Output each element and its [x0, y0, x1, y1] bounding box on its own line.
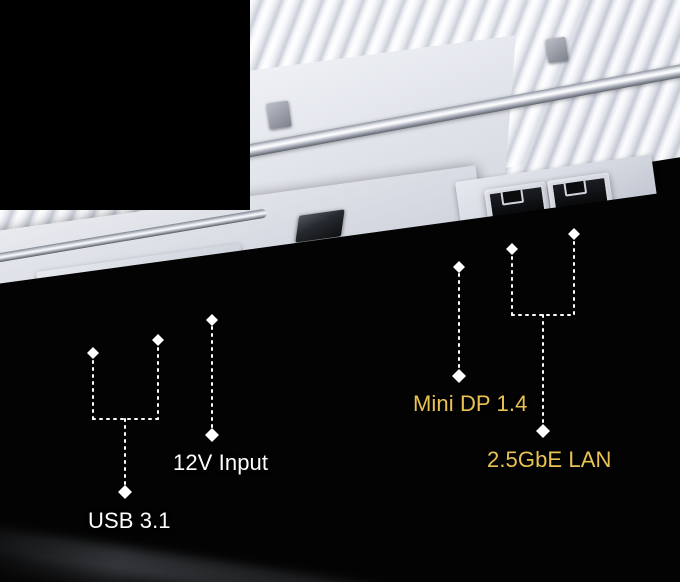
background-mask-corner: [0, 0, 250, 210]
callout-label-lan[interactable]: 2.5GbE LAN: [487, 447, 612, 472]
chassis-clip-a: [266, 100, 292, 130]
callout-label-usb[interactable]: USB 3.1: [88, 508, 171, 533]
callout-label-minidp[interactable]: Mini DP 1.4: [413, 391, 528, 416]
callout-label-power[interactable]: 12V Input: [173, 450, 269, 475]
chassis-clip-b: [545, 36, 569, 64]
